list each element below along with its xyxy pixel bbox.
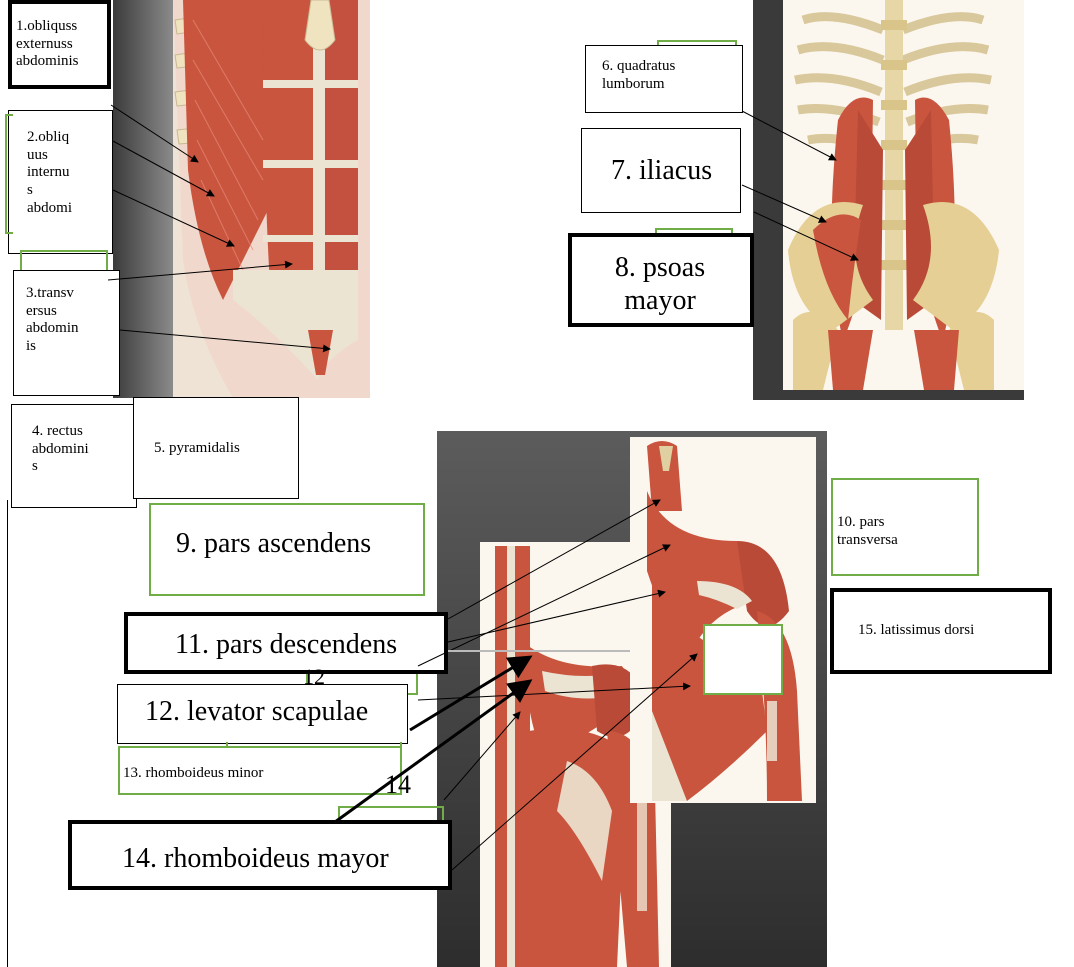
label-1-obliquus-externus: 1.obliquss externuss abdominis <box>8 0 111 89</box>
label-15-latissimus-dorsi: 15. latissimus dorsi <box>830 588 1052 674</box>
label-4-rectus-abdominis: 4. rectus abdomini s <box>11 404 137 508</box>
back-muscles-image <box>437 431 827 967</box>
label-7-iliacus: 7. iliacus <box>581 128 741 213</box>
label-14-rhomboideus-mayor: 14. rhomboideus mayor <box>68 820 452 890</box>
page-margin-line <box>7 500 8 967</box>
label-2-green-frame <box>5 114 13 234</box>
stray-number-14: 14 <box>385 770 411 800</box>
label-3-transversus: 3.transv ersus abdomin is <box>13 270 120 396</box>
label-5-pyramidalis: 5. pyramidalis <box>133 397 299 499</box>
label-9-pars-ascendens: 9. pars ascendens <box>149 503 425 596</box>
blank-answer-box <box>703 624 783 695</box>
label-6-quadratus-lumborum: 6. quadratus lumborum <box>585 45 743 113</box>
label-13-rhomboideus-minor: 13. rhomboideus minor <box>118 746 402 795</box>
label-8-psoas-mayor: 8. psoas mayor <box>568 233 754 327</box>
posterior-abdominal-wall-image <box>753 0 1024 400</box>
label-11-pars-descendens: 11. pars descendens <box>124 612 448 674</box>
label-2-obliquus-internus: 2.obliq uus internu s abdomi <box>8 110 113 254</box>
label-12-levator-scapulae: 12. levator scapulae <box>117 684 408 744</box>
label-10-pars-transversa: 10. pars transversa <box>831 478 979 576</box>
abdominal-wall-image <box>113 0 370 398</box>
